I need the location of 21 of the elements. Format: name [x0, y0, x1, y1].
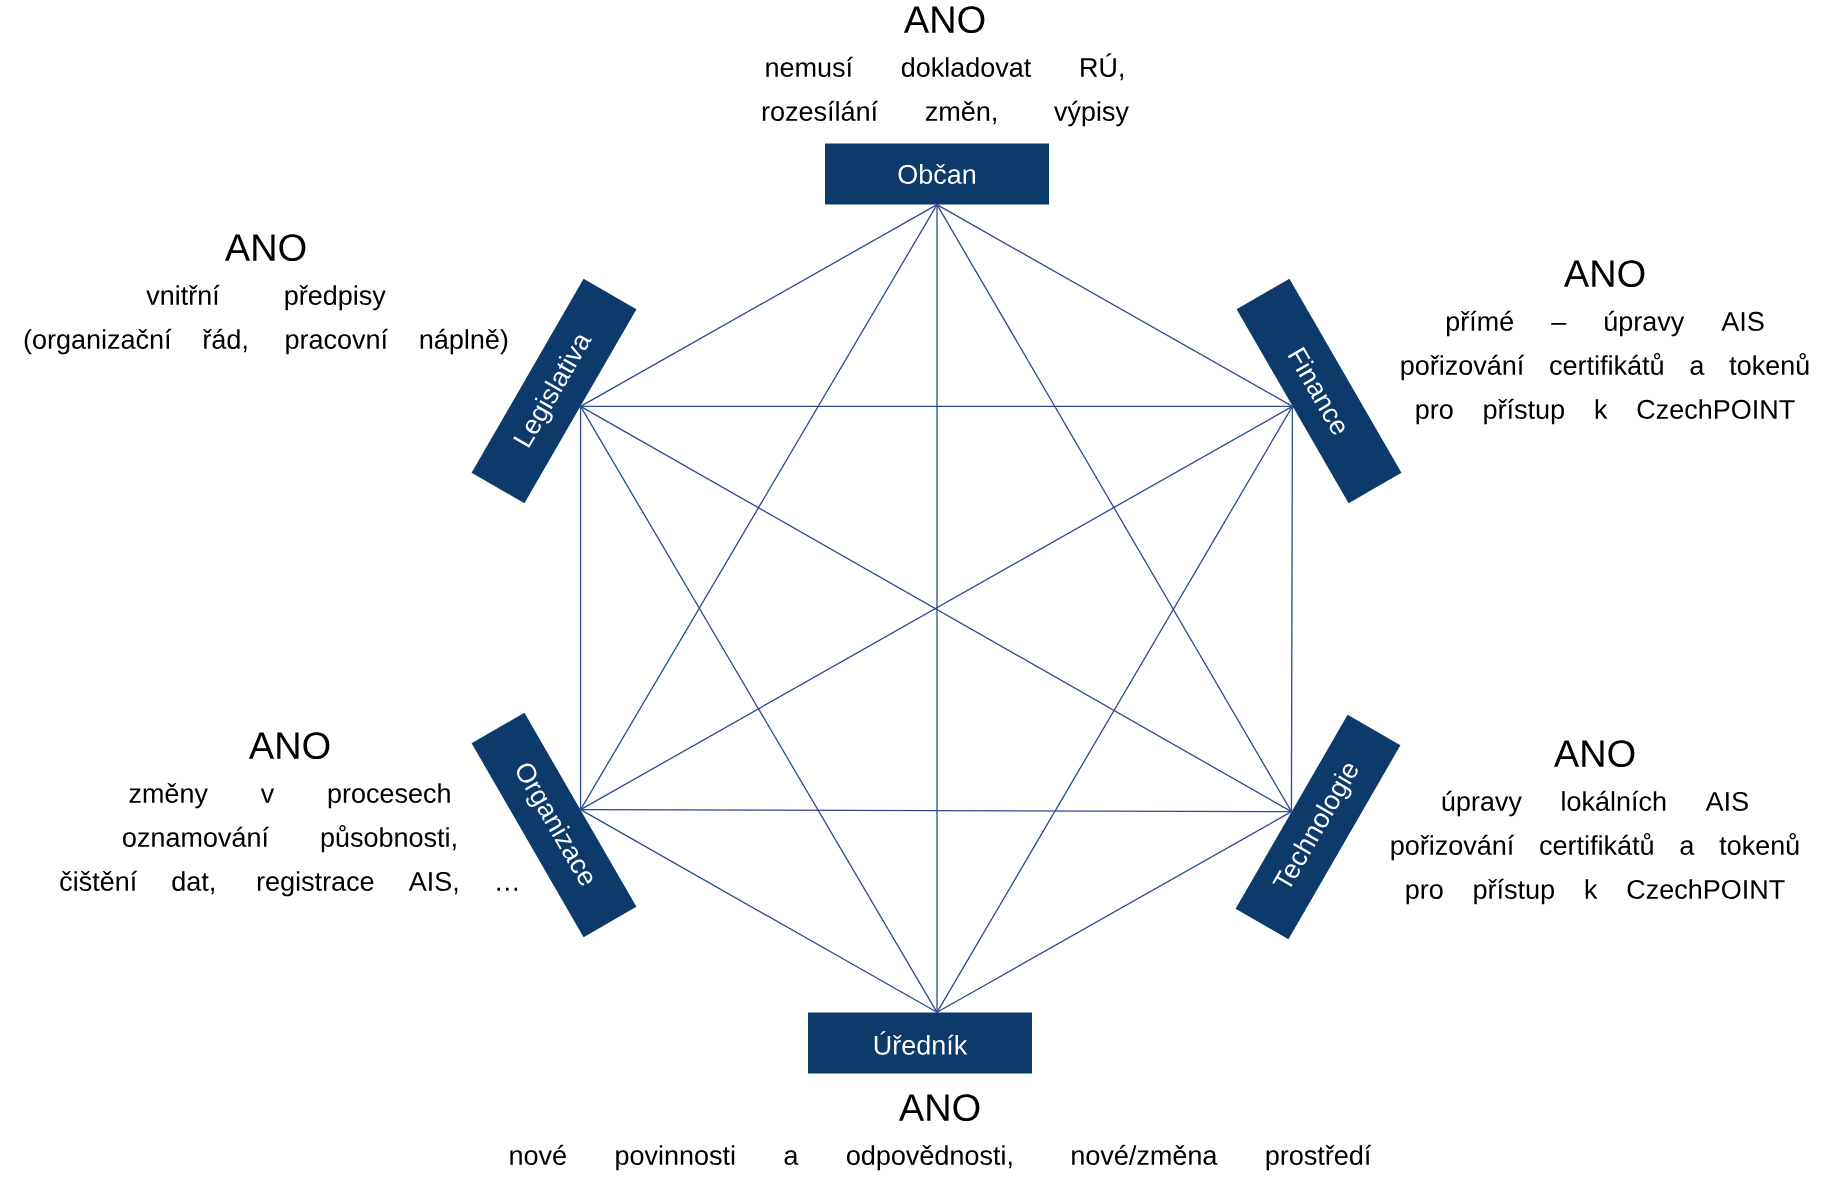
connector-line: [936, 204, 1293, 813]
node-label: ANO: [248, 732, 330, 760]
node-label: oznamování působnosti,: [123, 824, 456, 853]
connector-line: [936, 811, 1293, 1013]
connector-line: [579, 204, 938, 407]
connector-line: [936, 204, 938, 1013]
connector-line: [579, 405, 582, 811]
connector-line: [579, 809, 938, 1013]
connector-line: [579, 204, 938, 811]
connector-line: [579, 809, 1293, 813]
connector-line: [936, 405, 1294, 1013]
connector-line: [1290, 405, 1294, 813]
annotation-text: ANO nové povinnosti a odpovědnosti, nové/změna prostředí: [510, 1094, 1372, 1171]
annotation-text: ANO nemusí dokladovat RÚ, rozesílání změn, výpisy: [762, 6, 1129, 127]
label-box: Úředník: [808, 1012, 1032, 1074]
node-label: změny v procesech: [129, 783, 450, 809]
connector-line: [936, 204, 1294, 407]
connector-line: [579, 405, 1294, 407]
label-box: Občan: [825, 143, 1049, 205]
annotation-text: ANO přímé – úpravy AIS pořizování certifikátů a tokenů pro přístup k CzechPOINT: [1401, 260, 1809, 425]
connector-line: [579, 405, 938, 1013]
